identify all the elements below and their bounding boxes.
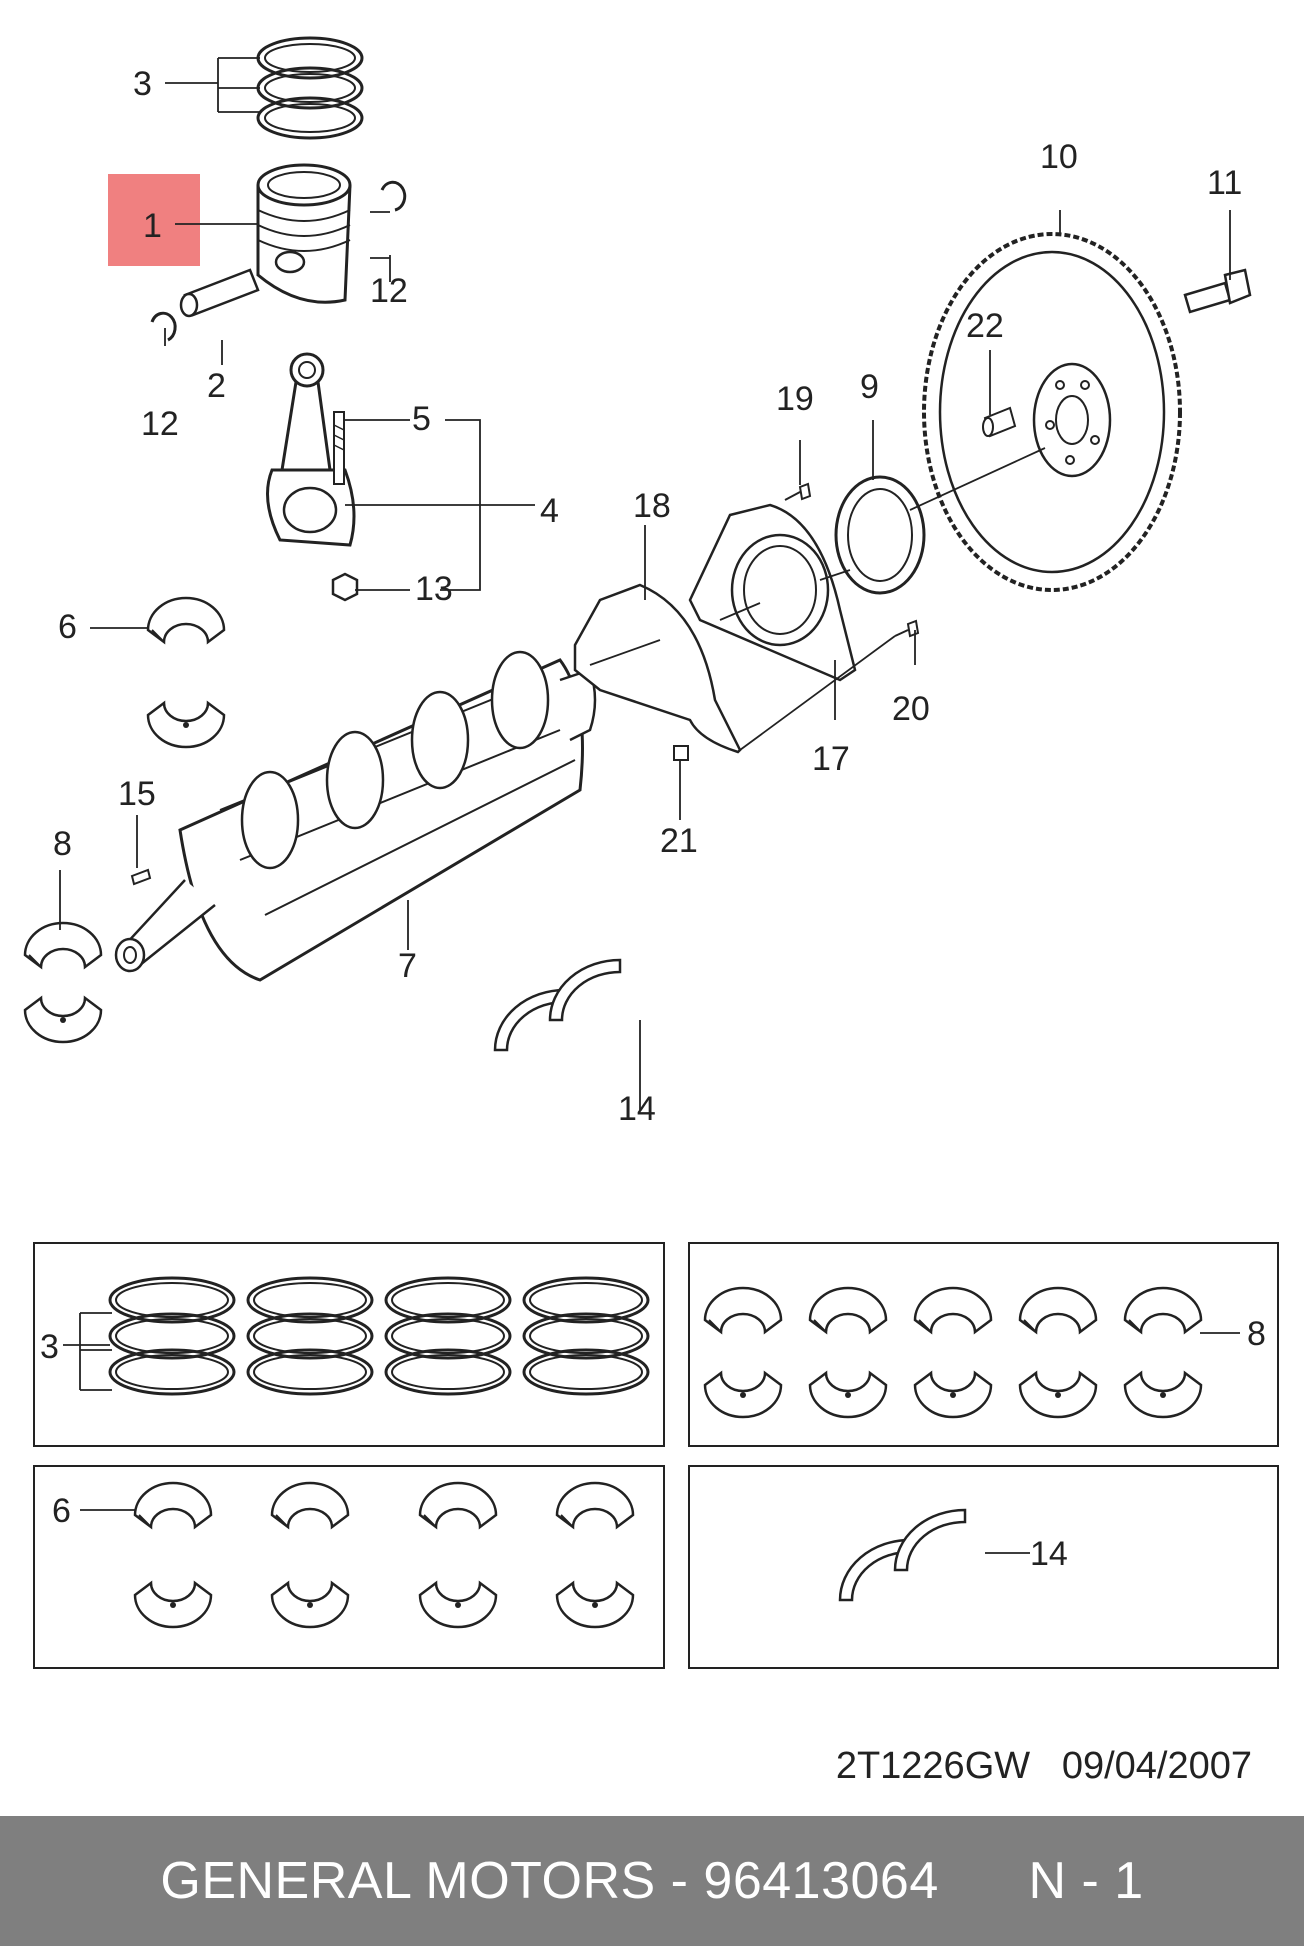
footer-bar: GENERAL MOTORS - 96413064 N - 1 [0,1816,1304,1946]
oil-seal-housing [688,503,857,682]
flywheel [922,232,1182,592]
detail-box-main-bearings: 8 [688,1242,1279,1447]
piston-pin [179,268,260,318]
document-date: 09/04/2007 [1061,1745,1252,1787]
callout-label: 10 [1040,138,1078,176]
piston-rings [256,36,364,140]
callout-label: 6 [58,608,77,646]
callout-label: 22 [966,307,1004,345]
detail-label: 14 [1030,1535,1068,1573]
thrust-washer-right [548,958,622,1022]
callout-label: 9 [860,368,879,406]
callout-label: 8 [53,825,72,863]
crankshaft [114,650,597,982]
callout-label: 19 [776,380,814,418]
detail-box-piston-rings: 3 [33,1242,665,1447]
bolt-19 [784,482,812,501]
bolt-20 [894,619,920,638]
highlight-box [108,174,200,266]
callout-label: 20 [892,690,930,728]
detail-label: 3 [40,1328,59,1366]
callout-label: 3 [133,65,152,103]
callout-label: 1 [143,207,162,245]
snap-ring-upper [380,180,407,212]
connecting-rod [266,352,359,602]
snap-ring-lower [150,311,177,342]
detail-label: 8 [1247,1315,1266,1353]
rod-bearing-lower [146,701,226,749]
callout-label: 12 [141,405,179,443]
document-number: 2T1226GW [835,1745,1031,1787]
detail-box-rod-bearings: 6 [33,1465,665,1669]
rod-bearing-upper [146,596,226,644]
footer-text: GENERAL MOTORS - 96413064 N - 1 [160,1852,1144,1910]
callout-labels: 3 1 2 12 12 5 4 13 6 8 15 7 14 18 19 9 1… [53,65,1242,1128]
callout-label: 7 [398,947,417,985]
main-bearing-lower [23,996,103,1044]
callout-label: 14 [618,1090,656,1128]
callout-label: 15 [118,775,156,813]
main-bearing-upper [23,921,103,969]
oil-seal [834,475,926,595]
woodruff-key [130,868,152,886]
detail-label: 6 [52,1492,71,1530]
callout-label: 13 [415,570,453,608]
callout-label: 18 [633,487,671,525]
leader-lines [59,57,1231,1110]
callout-label: 11 [1207,164,1242,202]
rear-cover-gasket [573,583,742,754]
callout-label: 17 [812,740,850,778]
piston [256,163,352,304]
callout-label: 21 [660,822,698,860]
document-code: 2T1226GW 09/04/2007 [836,1745,1252,1788]
callout-label: 12 [370,272,408,310]
flywheel-bolt [1183,268,1252,314]
dowel-pin-21 [673,745,689,761]
callout-label: 5 [412,400,431,438]
dowel-pin-22 [982,406,1017,438]
detail-box-thrust-washers: 14 [688,1465,1279,1669]
callout-label: 2 [207,367,226,405]
callout-label: 4 [540,492,559,530]
